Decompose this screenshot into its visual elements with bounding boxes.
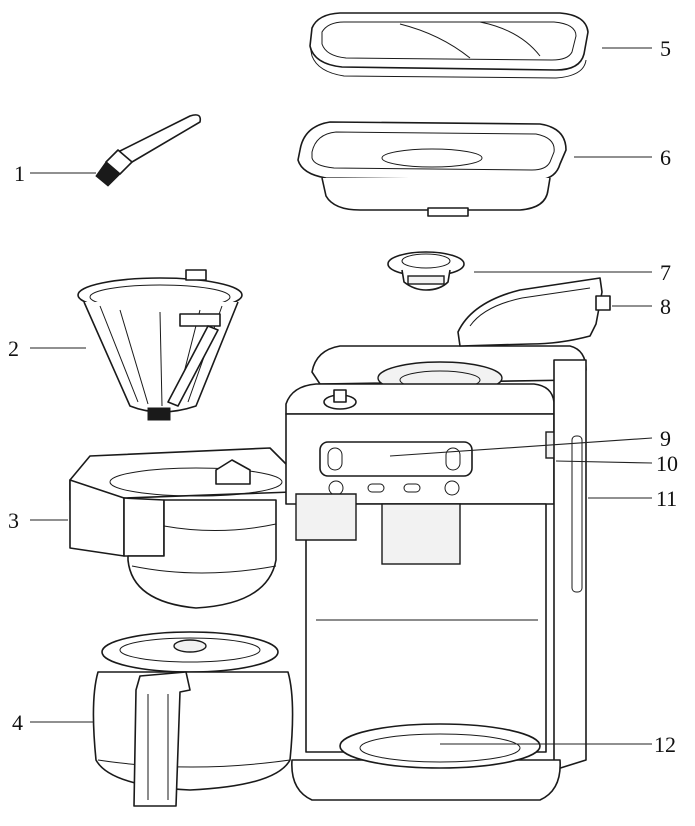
- part-4-carafe: [92, 631, 294, 807]
- callout-3: 3: [8, 508, 19, 533]
- callout-7: 7: [660, 260, 671, 285]
- part-8-water-lid: [457, 277, 611, 347]
- part-6-hopper: [297, 121, 567, 217]
- part-3-filter-holder: [69, 447, 293, 609]
- callout-9: 9: [660, 426, 671, 451]
- main-body: [285, 345, 587, 801]
- callout-12: 12: [654, 732, 676, 757]
- callout-10: 10: [656, 451, 678, 476]
- callout-8: 8: [660, 294, 671, 319]
- part-1-brush: [95, 114, 202, 187]
- callout-6: 6: [660, 145, 671, 170]
- callout-1: 1: [14, 161, 25, 186]
- callout-5: 5: [660, 36, 671, 61]
- part-5-lid: [309, 12, 589, 79]
- leader-lines: [30, 47, 653, 745]
- callout-2: 2: [8, 336, 19, 361]
- part-2-filter-basket: [77, 269, 243, 421]
- callout-4: 4: [12, 710, 23, 735]
- callout-labels: 1 2 3 4 5 6 7 8 9 10 11 12: [8, 36, 678, 757]
- part-7-burr: [387, 251, 465, 291]
- callout-11: 11: [656, 486, 677, 511]
